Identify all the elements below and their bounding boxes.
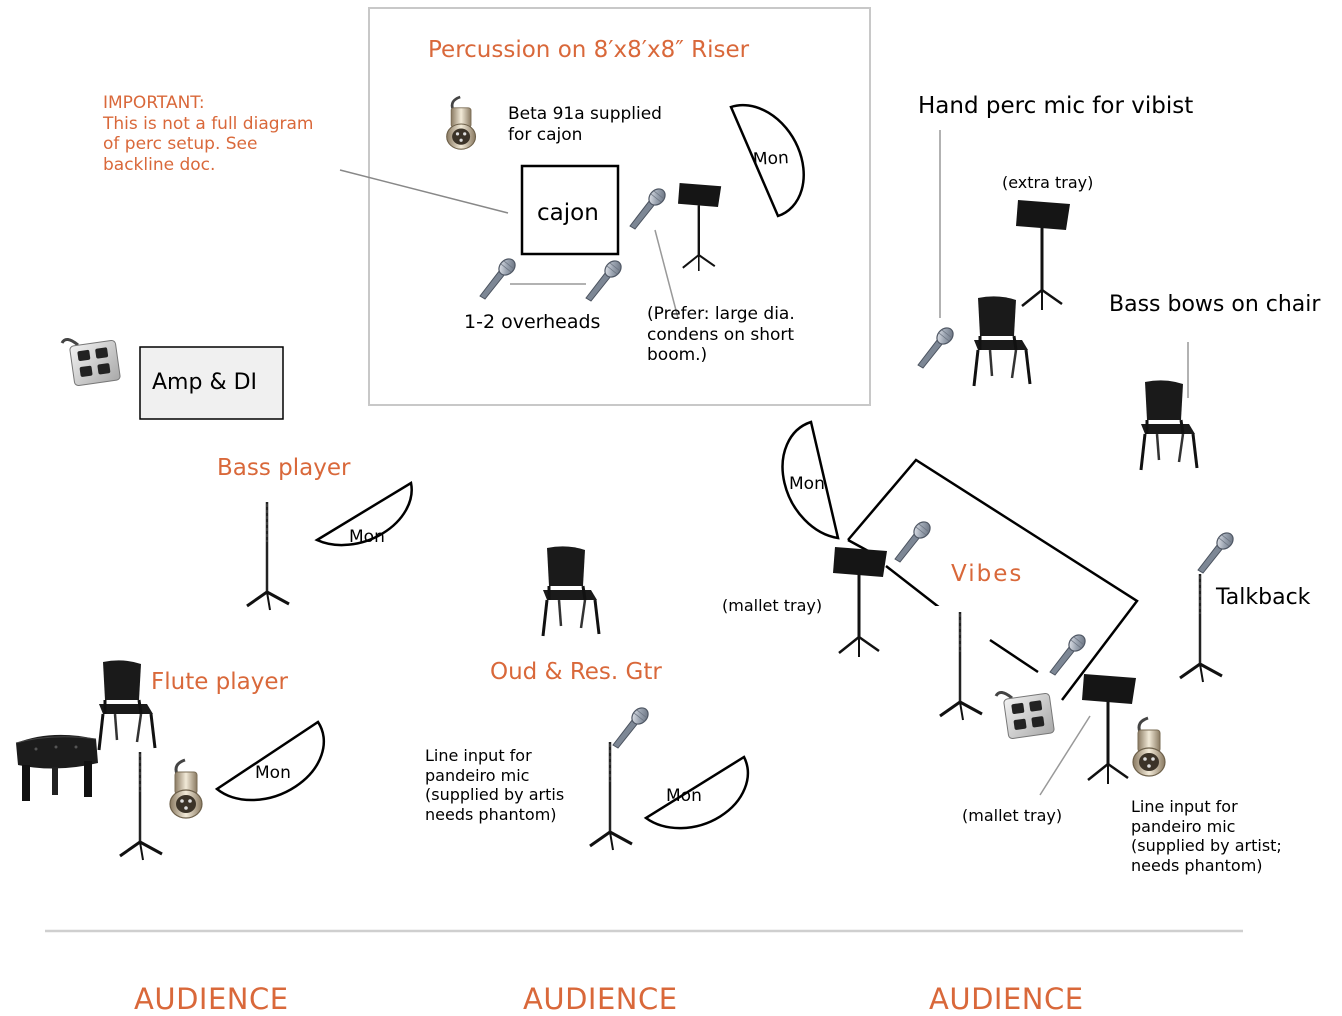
oud-chair-icon: [543, 546, 599, 636]
vibes-mic-right-icon: [1050, 632, 1088, 675]
riser-monitor-label: Mon: [752, 148, 789, 171]
amp-power-strip-icon: [62, 339, 121, 386]
oud-title: Oud & Res. Gtr: [490, 658, 662, 686]
vibes-title: Vibes: [951, 560, 1023, 588]
bass-bows-label: Bass bows on chair: [1109, 292, 1320, 319]
overheads-label: 1-2 overheads: [464, 311, 600, 334]
oud-monitor-label: Mon: [666, 786, 702, 807]
audience-left: AUDIENCE: [134, 982, 289, 1016]
talkback-mic-icon: [1198, 530, 1236, 573]
prefer-note: (Prefer: large dia. condens on short boo…: [647, 304, 795, 366]
oud-mic-stand-icon: [590, 742, 632, 850]
mallet-tray-left-stand-icon: [833, 547, 887, 657]
vibes-note: Line input for pandeiro mic (supplied by…: [1131, 797, 1282, 875]
oud-mic-icon: [613, 705, 651, 748]
flute-chair-icon: [99, 660, 155, 750]
bass-player-title: Bass player: [217, 454, 350, 482]
vibes-mic-left-icon: [895, 519, 933, 562]
hand-perc-mic-icon: [918, 325, 956, 368]
beta91-note: Beta 91a supplied for cajon: [508, 104, 662, 145]
amp-di-label: Amp & DI: [152, 370, 257, 397]
important-note: IMPORTANT: This is not a full diagram of…: [103, 93, 314, 176]
audience-center: AUDIENCE: [523, 982, 678, 1016]
vibes-mic-stand-icon: [940, 612, 982, 720]
flute-mic-stand-icon: [120, 752, 162, 860]
riser-music-stand-icon: [678, 183, 721, 271]
vibes-monitor-label: Mon: [789, 474, 825, 495]
beta91-connector-icon: [447, 97, 476, 149]
riser-title: Percussion on 8′x8′x8″ Riser: [428, 36, 749, 64]
bass-mic-stand-icon: [247, 502, 289, 610]
extra-tray-stand-icon: [1016, 200, 1070, 310]
talkback-label: Talkback: [1216, 585, 1310, 612]
cajon-mic-icon: [630, 186, 668, 229]
overhead-mic-right-icon: [586, 258, 624, 301]
mallet-tray-bottom-label: (mallet tray): [962, 806, 1062, 826]
extra-tray-label: (extra tray): [1002, 173, 1093, 193]
cajon-label: cajon: [537, 199, 599, 227]
audience-right: AUDIENCE: [929, 982, 1084, 1016]
vibist-chair-icon: [974, 296, 1030, 386]
hand-perc-label: Hand perc mic for vibist: [918, 92, 1193, 120]
vibes-power-strip-icon: [996, 692, 1055, 739]
mallet-tray-left-label: (mallet tray): [722, 596, 822, 616]
flute-player-title: Flute player: [151, 668, 288, 696]
flute-monitor-label: Mon: [255, 763, 291, 784]
flute-monitor: [217, 722, 324, 800]
important-leader: [340, 170, 508, 213]
overhead-mic-left-icon: [480, 256, 518, 299]
vibes-connector-icon: [1133, 718, 1165, 776]
piano-bench-icon: [16, 735, 98, 801]
bass-monitor-label: Mon: [349, 527, 385, 548]
mallet-tray-bottom-stand-icon: [1082, 674, 1136, 784]
riser-outline: [369, 8, 870, 405]
flute-connector-icon: [170, 760, 202, 818]
oud-note: Line input for pandeiro mic (supplied by…: [425, 746, 590, 824]
